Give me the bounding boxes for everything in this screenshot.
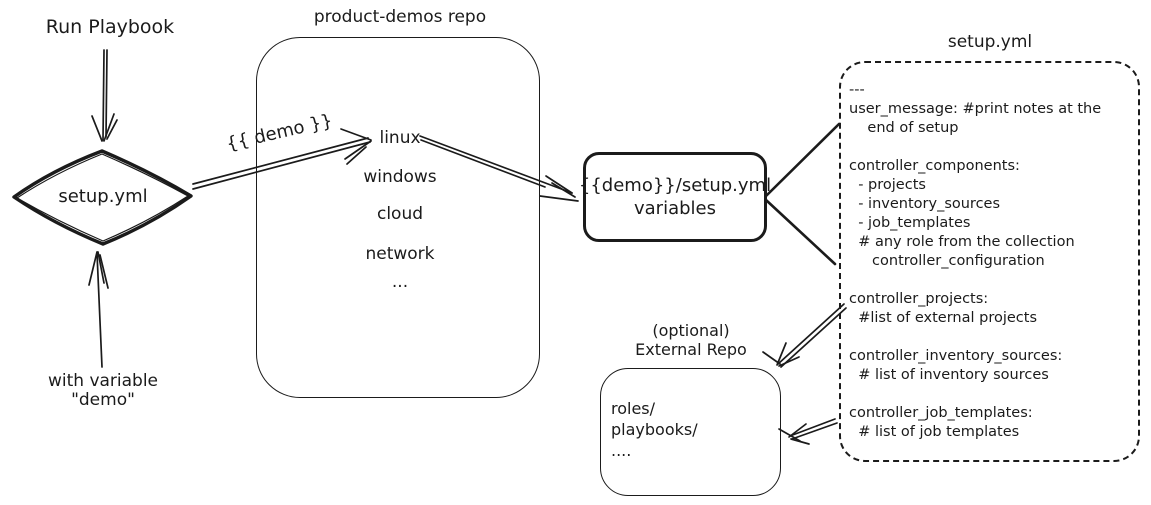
external-repo-title: (optional) External Repo [635, 321, 747, 359]
repo-item-windows: windows [363, 167, 437, 187]
repo-item-network: network [365, 244, 435, 264]
external-repo-content: roles/ playbooks/ .... [611, 399, 698, 460]
arrow-setupyml-to-external-bottom [778, 418, 838, 445]
fan-lines-variables-to-setupyml [764, 122, 841, 266]
arrow-with-variable-to-diamond [88, 251, 109, 368]
demo-variables-line2: variables [634, 198, 716, 219]
setup-yml-file-title: setup.yml [947, 32, 1033, 52]
repo-item-linux: linux [379, 128, 421, 148]
product-demos-repo-title: product-demos repo [313, 7, 487, 27]
with-variable-demo-label: with variable "demo" [47, 371, 159, 410]
repo-item-ellipsis: ... [391, 272, 409, 292]
demo-variables-box: {{demo}}/setup.yml variables [579, 152, 771, 242]
run-playbook-label: Run Playbook [45, 16, 175, 38]
repo-item-cloud: cloud [376, 204, 424, 224]
demo-variables-line1: {{demo}}/setup.yml [578, 175, 772, 196]
setup-yml-file-box [839, 61, 1140, 462]
external-repo-box [600, 368, 781, 496]
arrow-setupyml-to-external-top [762, 303, 847, 368]
arrow-run-playbook-to-diamond [91, 49, 118, 142]
product-demos-repo-box [256, 37, 540, 398]
setup-yml-file-content: --- user_message: #print notes at the en… [849, 82, 1102, 440]
diamond-setup-yml-label: setup.yml [58, 186, 148, 207]
